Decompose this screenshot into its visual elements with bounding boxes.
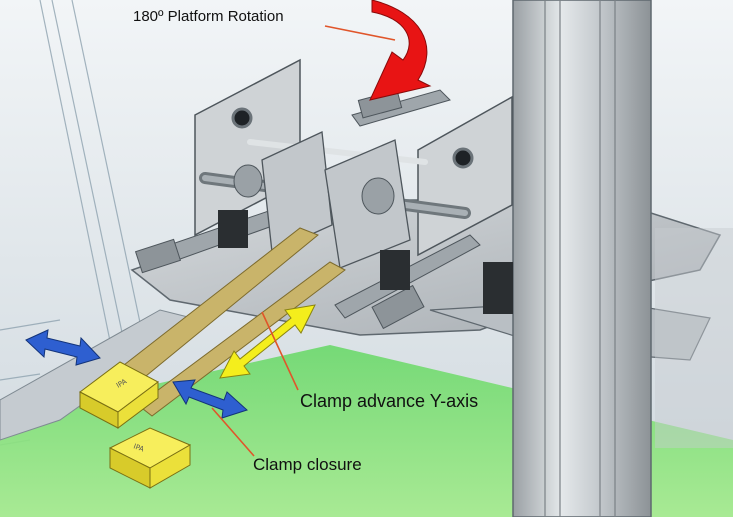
- rotation-arrow-icon: [369, 0, 432, 101]
- yellow-part-upper: IPA: [79, 361, 159, 429]
- right-panel: [655, 228, 733, 448]
- screw-nut-right: [361, 177, 395, 215]
- clamp-arm-right: [137, 261, 346, 417]
- right-bearing: [452, 147, 474, 169]
- clamp-advance-label: Clamp advance Y-axis: [300, 391, 479, 411]
- yellow-part-lower: IPA: [108, 427, 192, 489]
- background-frame-lines: [0, 0, 151, 446]
- leader-lines: [211, 25, 396, 457]
- screw-nut-left: [233, 164, 263, 198]
- svg-text:IPA: IPA: [132, 442, 145, 453]
- clamp-closure-label: Clamp closure: [253, 455, 362, 474]
- left-carriage: [261, 131, 333, 253]
- platform-rotation-label: 180º Platform Rotation: [133, 8, 284, 25]
- motor-right: [380, 250, 410, 290]
- motor-left: [218, 210, 248, 248]
- closure-arrow-icon: [172, 379, 248, 419]
- vertical-column: [512, 0, 652, 517]
- advance-arrow-icon: [219, 304, 316, 379]
- sideways-arrow-icon: [25, 329, 101, 366]
- left-bearing: [231, 107, 253, 129]
- motor-column: [483, 262, 513, 314]
- column-grooves: [544, 0, 616, 517]
